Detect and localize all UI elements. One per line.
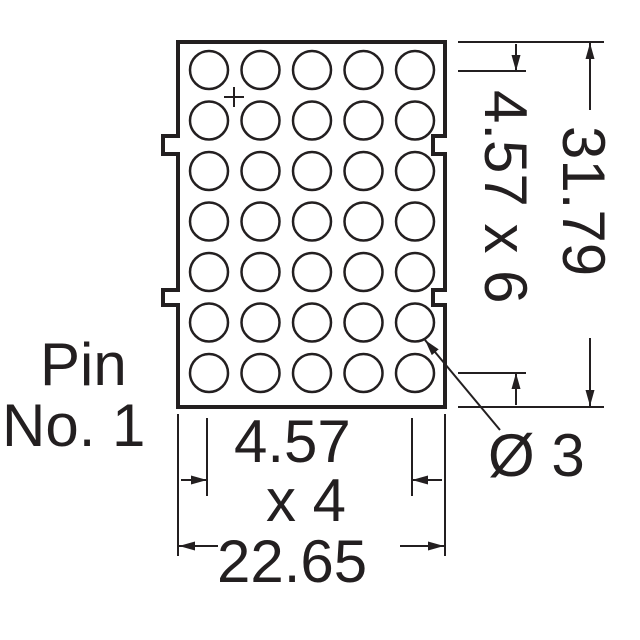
diameter-label: Ø 3: [488, 422, 585, 489]
led-dot: [291, 352, 333, 394]
pitch-vertical-label: 4.57 x 6: [472, 90, 539, 304]
led-dot: [291, 150, 333, 192]
led-dot: [291, 201, 333, 242]
led-dot: [188, 49, 230, 91]
led-dot: [394, 49, 436, 91]
led-dot: [240, 251, 281, 293]
led-dot: [394, 201, 436, 242]
pitch-horizontal-count-label: x 4: [266, 467, 346, 534]
led-dot: [188, 201, 230, 242]
package-outline: [161, 40, 447, 409]
led-dot: [343, 150, 384, 192]
led-dot: [240, 352, 281, 394]
led-dot: [240, 150, 281, 192]
led-dot: [291, 302, 333, 343]
led-dot: [343, 352, 384, 394]
led-dot: [188, 251, 230, 293]
led-dot: [291, 49, 333, 91]
led-dot: [343, 251, 384, 293]
led-dot: [240, 49, 281, 91]
pin-label-line1: Pin: [40, 331, 127, 398]
led-dot: [188, 302, 230, 343]
led-dot: [394, 352, 436, 394]
led-dot: [240, 100, 281, 141]
led-dot: [343, 302, 384, 343]
diameter-leader: [424, 339, 501, 431]
led-dot: [343, 49, 384, 91]
led-dot-grid: [188, 49, 436, 394]
led-dot: [240, 302, 281, 343]
led-dot: [291, 100, 333, 141]
led-dot: [343, 201, 384, 242]
led-dot: [291, 251, 333, 293]
led-dot: [394, 100, 436, 141]
pin-label-line2: No. 1: [2, 392, 145, 459]
height-label: 31.79: [550, 126, 617, 276]
led-dot: [394, 302, 436, 343]
led-dot: [188, 100, 230, 141]
horizontal-dimensions: [177, 414, 446, 556]
vertical-dimensions: [458, 41, 604, 408]
led-dot: [188, 352, 230, 394]
pin1-marker-icon: [224, 87, 244, 107]
led-dot: [240, 201, 281, 242]
pitch-horizontal-label: 4.57: [234, 408, 351, 475]
led-dot: [394, 251, 436, 293]
width-label: 22.65: [217, 528, 367, 595]
led-dot: [343, 100, 384, 141]
led-dot: [394, 150, 436, 192]
led-dot: [188, 150, 230, 192]
